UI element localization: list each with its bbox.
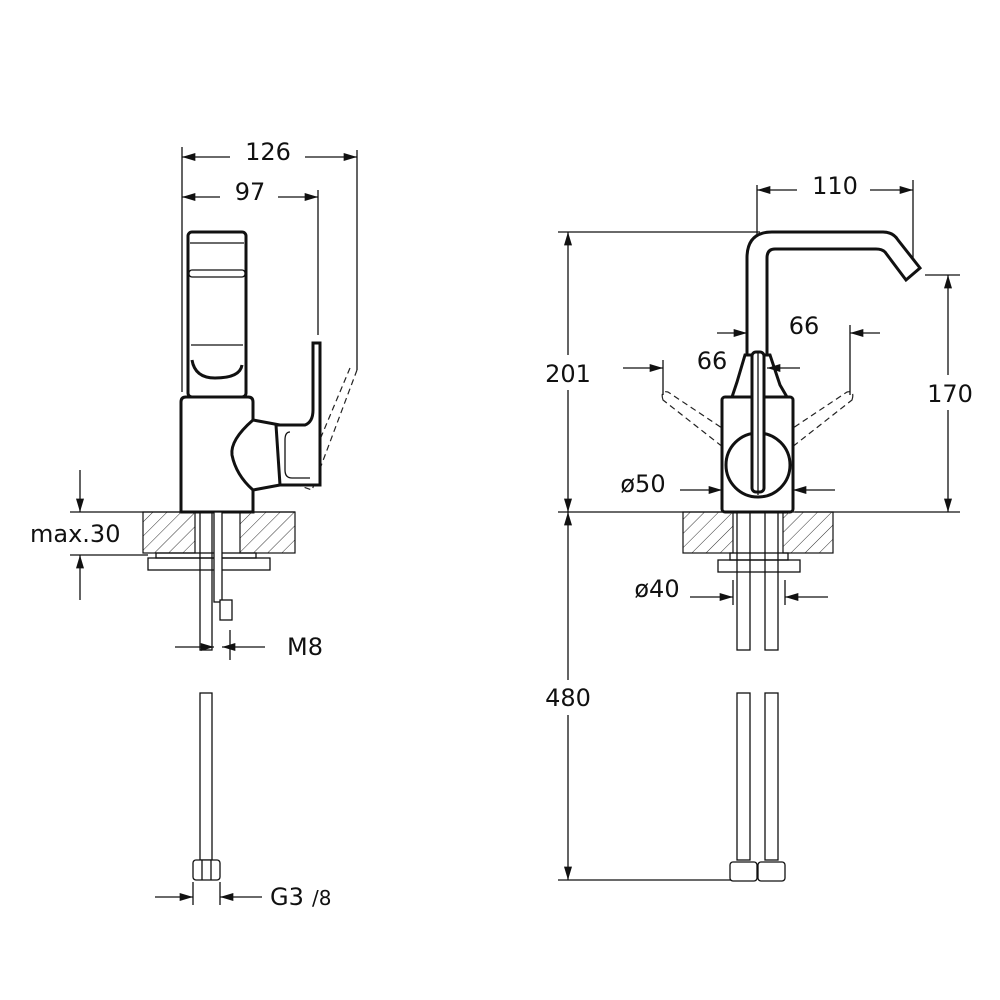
dimension-g38: G3 /8	[155, 882, 331, 911]
flex-hose-left	[736, 511, 751, 651]
dimension-201: 201	[542, 231, 594, 512]
dimension-diameter-50: ø50	[620, 470, 835, 498]
dim-label-110: 110	[812, 172, 858, 200]
countertop-section	[142, 511, 196, 554]
dimension-480: 480	[545, 511, 591, 881]
flex-hose	[199, 511, 213, 651]
dim-label-g: G3	[270, 883, 304, 911]
dimension-66-right: 66	[717, 312, 880, 395]
dim-label-m8: M8	[287, 633, 323, 661]
hose-nut	[192, 859, 221, 881]
dim-label-fraction: /8	[312, 886, 331, 910]
lever-handle	[274, 341, 322, 487]
dim-label-97: 97	[235, 178, 266, 206]
dimension-110: 110	[756, 172, 914, 200]
hose-nut-right	[757, 861, 786, 882]
dim-label-diameter-50: ø50	[620, 470, 665, 498]
dimension-max30: max.30	[30, 470, 148, 600]
dim-label-170: 170	[927, 380, 973, 408]
side-view: 126 97 max.30	[30, 138, 358, 911]
fixing-plate	[717, 559, 801, 573]
dim-label-126: 126	[245, 138, 291, 166]
dimension-97: 97	[181, 178, 318, 206]
flex-hose-right	[764, 511, 779, 651]
dim-label-66-left: 66	[697, 347, 728, 375]
dim-label-max30: max.30	[30, 520, 120, 548]
hose-nut-left	[729, 861, 758, 882]
front-view: 110 201 480 170 66	[542, 172, 973, 882]
dimension-66-left: 66	[623, 347, 800, 395]
dimension-126: 126	[181, 138, 357, 166]
dim-label-201: 201	[545, 360, 591, 388]
dimension-170: 170	[927, 275, 973, 512]
dimension-m8: M8	[175, 630, 323, 661]
dim-label-480: 480	[545, 684, 591, 712]
countertop-section	[682, 511, 734, 554]
fixing-plate	[147, 557, 271, 571]
dim-label-diameter-40: ø40	[634, 575, 679, 603]
dimension-diameter-40: ø40	[634, 575, 828, 605]
dim-label-66-right: 66	[789, 312, 820, 340]
m8-stud	[213, 511, 223, 603]
spout	[745, 230, 923, 357]
